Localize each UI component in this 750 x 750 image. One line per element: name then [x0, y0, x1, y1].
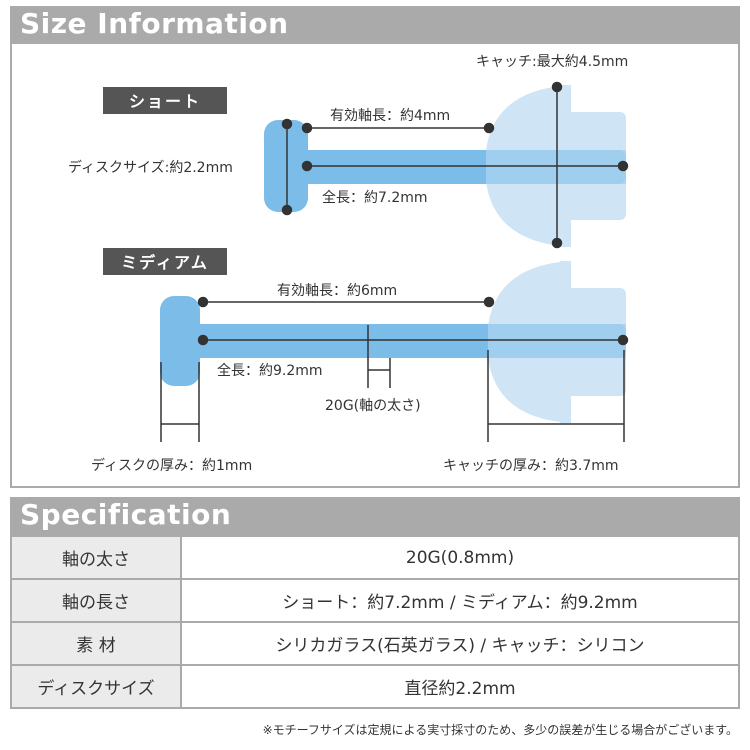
medium-total-length-label: 全長：約9.2mm [217, 362, 323, 379]
spec-row-disc-size: ディスクサイズ 直径約2.2mm [10, 664, 740, 709]
spec-row-material: 素 材 シリカガラス(石英ガラス) / キャッチ：シリコン [10, 621, 740, 666]
short-disc [264, 120, 308, 212]
medium-disc-thickness-label: ディスクの厚み：約1mm [91, 457, 252, 474]
medium-effective-length-label: 有効軸長：約6mm [277, 283, 397, 299]
spec-label: ディスクサイズ [10, 664, 182, 709]
spec-label: 軸の長さ [10, 578, 182, 623]
disclaimer-note: ※モチーフサイズは定規による実寸採寸のため、多少の誤差が生じる場合がございます。 [262, 723, 738, 737]
specification-table: 軸の太さ 20G(0.8mm) 軸の長さ ショート：約7.2mm / ミディアム… [10, 535, 740, 709]
spec-value: ショート：約7.2mm / ミディアム：約9.2mm [180, 578, 740, 623]
short-badge-label: ショート [129, 92, 201, 111]
spec-row-shaft-length: 軸の長さ ショート：約7.2mm / ミディアム：約9.2mm [10, 578, 740, 623]
specification-header: Specification [10, 497, 740, 535]
spec-value: 20G(0.8mm) [180, 535, 740, 580]
medium-badge [103, 248, 227, 275]
spec-label: 素 材 [10, 621, 182, 666]
spec-label: 軸の太さ [10, 535, 182, 580]
short-total-length-label: 全長：約7.2mm [322, 189, 428, 206]
medium-badge-label: ミディアム [121, 253, 209, 272]
medium-gauge-label: 20G(軸の太さ) [325, 398, 421, 414]
spec-value: シリカガラス(石英ガラス) / キャッチ：シリコン [180, 621, 740, 666]
short-catch-max-label: キャッチ:最大約4.5mm [476, 54, 628, 70]
spec-value: 直径約2.2mm [180, 664, 740, 709]
short-disc-size-label: ディスクサイズ:約2.2mm [68, 159, 233, 176]
size-information-frame [10, 44, 740, 488]
size-information-header: Size Information [10, 6, 740, 44]
medium-disc [160, 296, 200, 386]
spec-row-shaft-thickness: 軸の太さ 20G(0.8mm) [10, 535, 740, 580]
short-effective-length-label: 有効軸長：約4mm [330, 108, 450, 124]
size-diagram: ショート キャッチ:最大約4.5mm 有効軸長：約4mm ディスクサイズ:約2.… [68, 54, 628, 474]
medium-catch-thickness-label: キャッチの厚み：約3.7mm [443, 458, 619, 474]
short-badge [103, 87, 227, 114]
